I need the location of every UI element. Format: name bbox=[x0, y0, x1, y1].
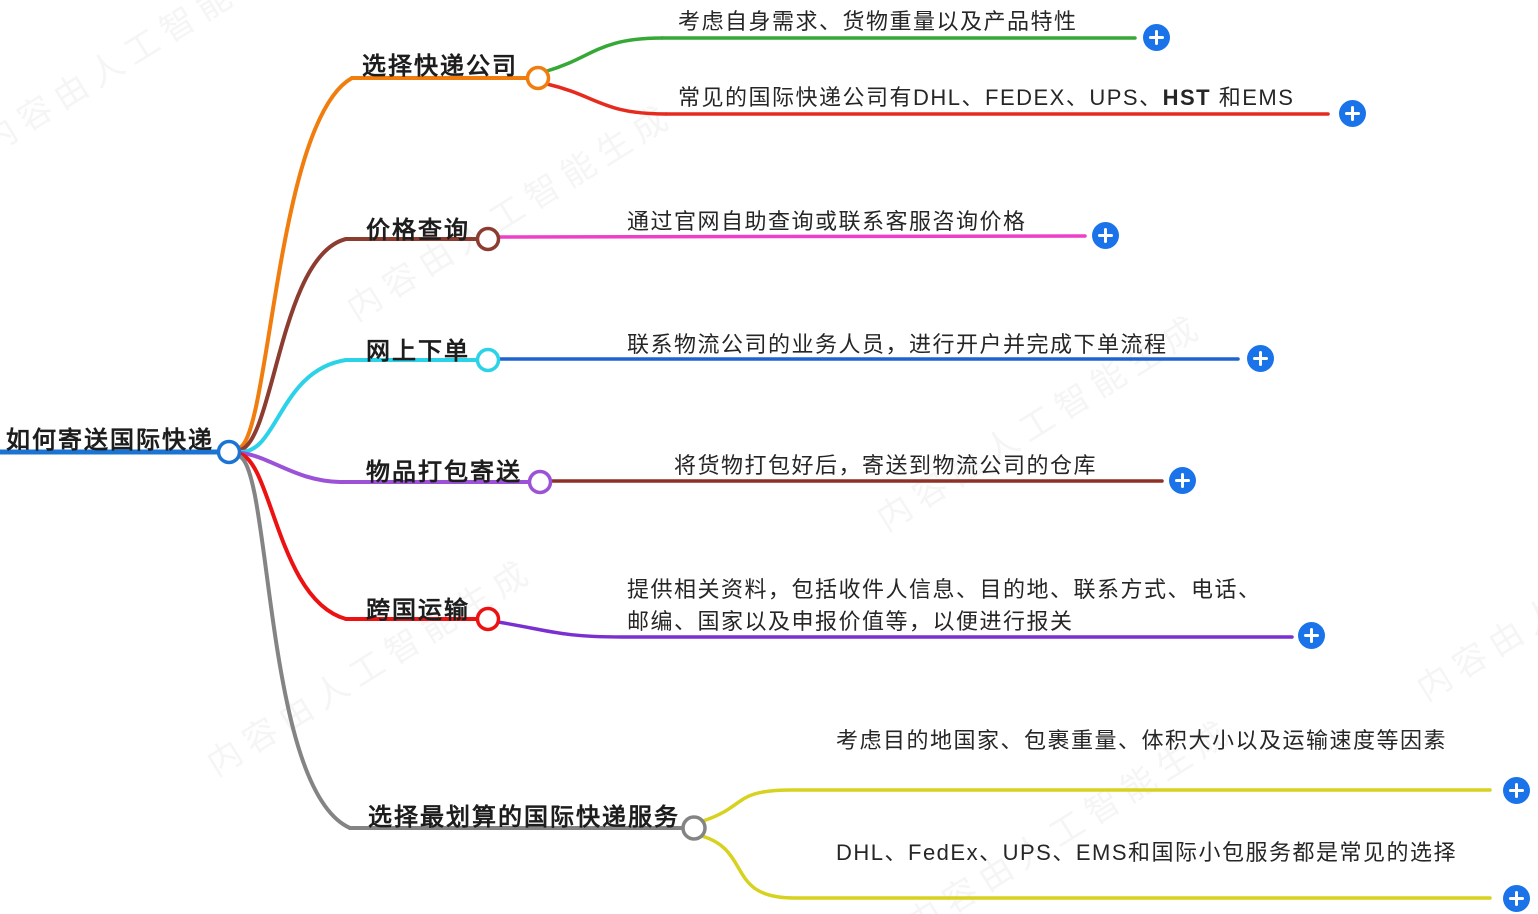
add-node-button[interactable] bbox=[1092, 222, 1119, 249]
leaf-text-consider-needs[interactable]: 考虑自身需求、货物重量以及产品特性 bbox=[678, 9, 1078, 34]
connector-branch1-leaf2 bbox=[545, 82, 668, 116]
add-node-button[interactable] bbox=[1298, 622, 1325, 649]
branch1-node-circle[interactable] bbox=[525, 65, 551, 91]
leaf-text-segment: 常见的国际快递公司有DHL、FEDEX、UPS、 bbox=[678, 85, 1163, 110]
leaf-text-segment: 和EMS bbox=[1211, 85, 1295, 110]
add-node-button[interactable] bbox=[1503, 777, 1530, 804]
add-node-button[interactable] bbox=[1169, 467, 1196, 494]
connector-root-branch5 bbox=[238, 452, 348, 621]
connector-branch6-leaf1 bbox=[701, 788, 1492, 823]
branch-label-online-order[interactable]: 网上下单 bbox=[366, 338, 470, 365]
branch-label-packing-shipping[interactable]: 物品打包寄送 bbox=[366, 459, 522, 486]
connector-root-branch4 bbox=[239, 451, 342, 484]
add-node-button[interactable] bbox=[1247, 345, 1274, 372]
leaf-text-common-choices[interactable]: DHL、FedEx、UPS、EMS和国际小包服务都是常见的选择 bbox=[836, 840, 1458, 865]
connector-root-branch1 bbox=[237, 76, 354, 450]
branch3-node-circle[interactable] bbox=[475, 347, 501, 373]
leaf-text-price-check[interactable]: 通过官网自助查询或联系客服咨询价格 bbox=[627, 209, 1027, 234]
branch4-node-circle[interactable] bbox=[527, 469, 553, 495]
branch2-node-circle[interactable] bbox=[475, 226, 501, 252]
root-topic-label[interactable]: 如何寄送国际快递 bbox=[6, 427, 214, 454]
leaf-text-consider-destination[interactable]: 考虑目的地国家、包裹重量、体积大小以及运输速度等因素 bbox=[836, 728, 1448, 753]
branch-label-price-inquiry[interactable]: 价格查询 bbox=[366, 217, 470, 244]
branch-label-best-value[interactable]: 选择最划算的国际快递服务 bbox=[368, 804, 680, 831]
connector-branch1-leaf1 bbox=[545, 36, 664, 73]
branch5-node-circle[interactable] bbox=[475, 606, 501, 632]
add-node-button[interactable] bbox=[1143, 24, 1170, 51]
branch-label-choose-courier[interactable]: 选择快递公司 bbox=[362, 53, 518, 80]
root-node-circle[interactable] bbox=[216, 439, 242, 465]
connector-root-branch6 bbox=[237, 454, 352, 830]
add-node-button[interactable] bbox=[1339, 100, 1366, 127]
leaf-text-bold-segment: HST bbox=[1162, 85, 1212, 110]
leaf-text-provide-info[interactable]: 提供相关资料，包括收件人信息、目的地、联系方式、电话、邮编、国家以及申报价值等，… bbox=[627, 577, 1262, 634]
branch6-node-circle[interactable] bbox=[681, 815, 707, 841]
leaf-text-common-couriers[interactable]: 常见的国际快递公司有DHL、FEDEX、UPS、HST 和EMS bbox=[678, 82, 1294, 114]
add-node-button[interactable] bbox=[1503, 885, 1530, 912]
leaf-text-contact-sales[interactable]: 联系物流公司的业务人员，进行开户并完成下单流程 bbox=[627, 332, 1168, 357]
connector-branch6-leaf2 bbox=[700, 834, 1492, 900]
branch-label-cross-border[interactable]: 跨国运输 bbox=[366, 597, 470, 624]
connector-branch5-leaf1 bbox=[496, 620, 1294, 639]
leaf2-1-underline bbox=[496, 234, 1087, 239]
connector-root-branch2 bbox=[238, 237, 348, 452]
leaf-text-send-to-warehouse[interactable]: 将货物打包好后，寄送到物流公司的仓库 bbox=[674, 453, 1098, 478]
connector-root-branch3 bbox=[239, 358, 348, 454]
